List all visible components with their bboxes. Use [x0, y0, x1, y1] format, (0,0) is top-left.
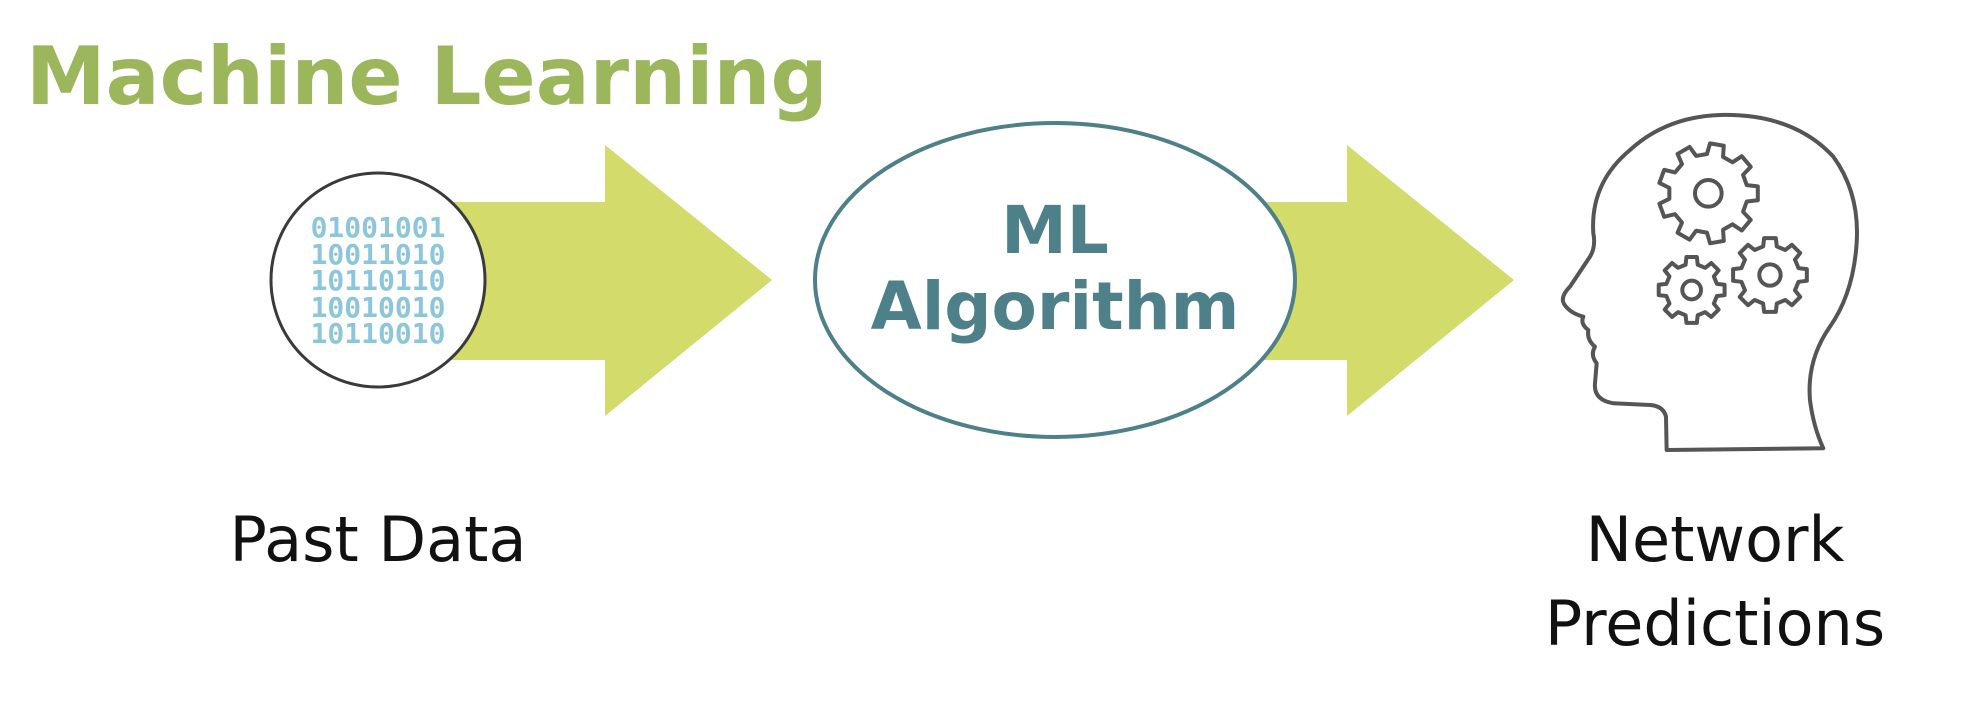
slide-title: Machine Learning [26, 30, 828, 123]
gear-hub [1757, 262, 1783, 288]
binary-line: 10011010 [310, 237, 446, 271]
gear-icon-medium [1731, 236, 1809, 314]
data-circle [269, 171, 487, 389]
head-outline [1560, 112, 1860, 452]
head-with-gears-icon [1560, 112, 1860, 452]
algorithm-label-line1: ML [1001, 192, 1109, 269]
binary-line: 10110010 [310, 317, 446, 350]
binary-line: 10010010 [310, 290, 446, 324]
output-label-line1: Network [1585, 503, 1845, 576]
arrow-algorithm-to-output [1260, 145, 1514, 416]
output-label-line2: Predictions [1544, 587, 1886, 660]
gear-icon-small [1656, 255, 1727, 325]
gear-icon-large [1657, 141, 1760, 246]
binary-data-icon: 01001001 10011010 10110110 10010010 1011… [278, 211, 478, 350]
binary-line: 10110110 [310, 264, 446, 297]
binary-line: 01001001 [310, 211, 446, 244]
arrow-input-to-algorithm [440, 145, 772, 416]
algorithm-label-line2: Algorithm [870, 268, 1240, 345]
past-data-label: Past Data [229, 503, 527, 576]
algorithm-ellipse [813, 121, 1297, 439]
gear-hub [1692, 177, 1724, 209]
gear-hub [1680, 278, 1703, 302]
